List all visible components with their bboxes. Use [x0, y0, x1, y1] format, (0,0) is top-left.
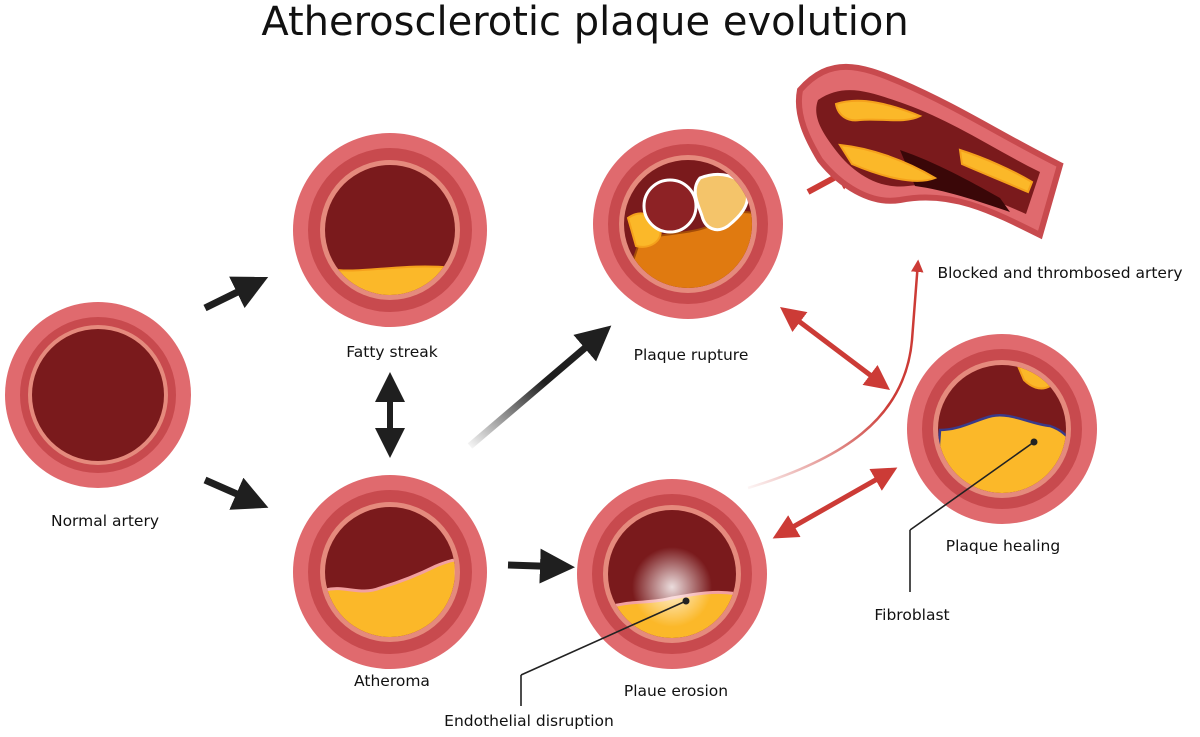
plaque-healing-artery — [907, 334, 1097, 524]
label-fibroblast: Fibroblast — [874, 606, 949, 624]
label-plaque-erosion: Plaue erosion — [624, 682, 728, 700]
plaque-rupture-artery — [593, 129, 783, 319]
plaque-erosion-artery — [577, 479, 767, 669]
label-normal-artery: Normal artery — [51, 512, 159, 530]
blocked-vessel-lumen — [816, 90, 1040, 214]
rupture-lumen-dark — [642, 178, 698, 234]
blocked-vessel-plaque-3 — [958, 148, 1034, 194]
arrow-normal-to-fatty — [203, 276, 269, 312]
label-endothelial-disruption: Endothelial disruption — [444, 712, 614, 730]
label-plaque-healing: Plaque healing — [946, 537, 1060, 555]
normal-artery — [5, 302, 191, 488]
atheroma-plaque — [325, 558, 455, 637]
atheroma-artery — [293, 475, 487, 669]
healing-plaque-lower — [938, 413, 1066, 493]
arrow-rupture-healing-bidirectional — [780, 306, 890, 391]
fibroblast-leader-line — [909, 441, 1035, 531]
arrow-erosion-healing-bidirectional — [772, 467, 898, 539]
label-fatty-streak: Fatty streak — [346, 343, 437, 361]
progression-arrows — [203, 162, 924, 584]
arrow-atheroma-to-erosion — [507, 548, 575, 584]
fatty-streak-artery — [293, 133, 487, 327]
blocked-vessel-plaque-2 — [838, 143, 938, 182]
diagram-title: Atherosclerotic plaque evolution — [261, 0, 908, 45]
arrow-normal-to-atheroma — [203, 476, 269, 510]
arrow-atheroma-to-rupture — [467, 325, 612, 449]
blocked-thrombosed-artery — [795, 64, 1064, 240]
blocked-vessel-thrombus — [900, 150, 1010, 212]
label-atheroma: Atheroma — [354, 672, 430, 690]
blocked-vessel-plaque-1 — [834, 99, 923, 122]
label-blocked-artery: Blocked and thrombosed artery — [937, 264, 1182, 282]
arrow-erosion-to-blocked-curve — [747, 259, 924, 490]
erosion-glow — [632, 547, 712, 627]
endothelial-leader-line — [520, 600, 687, 676]
label-plaque-rupture: Plaque rupture — [634, 346, 749, 364]
